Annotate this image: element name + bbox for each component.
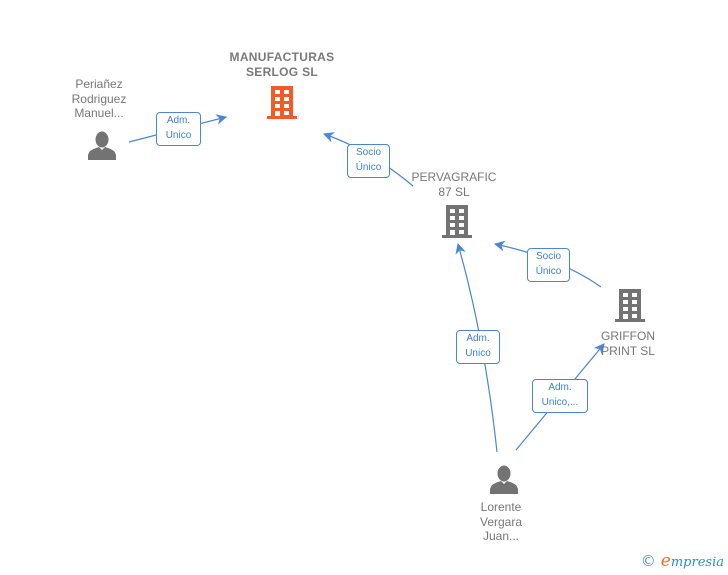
label-line: Periañez [75, 77, 123, 91]
brand-name: mpresia [670, 555, 724, 570]
edge-label-socio-unico[interactable]: Socio Único [527, 248, 570, 282]
edge-label-line: Único [355, 161, 382, 173]
person-label-lorente[interactable]: Lorente Vergara Juan... [461, 500, 541, 544]
person-icon[interactable] [489, 465, 519, 494]
edge-label-adm-unico[interactable]: Adm. Unico [156, 112, 201, 146]
company-label-manufacturas[interactable]: MANUFACTURAS SERLOG SL [212, 50, 352, 79]
building-icon[interactable] [441, 205, 473, 239]
label-line: MANUFACTURAS [229, 50, 335, 64]
copyright-icon: © [640, 552, 656, 570]
edge-label-line: Adm. [548, 382, 572, 393]
label-line: SERLOG SL [245, 64, 319, 79]
edge-label-line: Único [535, 265, 562, 277]
brand-initial: e [660, 551, 671, 571]
edge-label-line: Socio [355, 147, 381, 158]
edge-label-adm-unico-more[interactable]: Adm. Unico,... [532, 379, 588, 413]
edge-label-socio-unico[interactable]: Socio Único [347, 144, 390, 178]
building-icon[interactable] [266, 86, 298, 120]
edge-label-line: Unico [465, 347, 491, 359]
person-label-perianez[interactable]: Periañez Rodriguez Manuel... [49, 77, 149, 121]
label-line: GRIFFON [601, 329, 655, 343]
label-line: PERVAGRAFIC [411, 170, 497, 184]
label-line: Manuel... [74, 106, 124, 120]
label-line: PRINT SL [601, 343, 655, 358]
label-line: Juan... [482, 529, 520, 543]
company-label-griffon[interactable]: GRIFFON PRINT SL [588, 329, 668, 358]
label-line: Rodriguez [71, 91, 127, 106]
building-icon[interactable] [614, 289, 646, 323]
edge-label-adm-unico[interactable]: Adm. Unico [456, 330, 500, 364]
empresia-logo[interactable]: empresia [661, 551, 724, 571]
person-icon[interactable] [87, 131, 117, 160]
label-line: 87 SL [438, 184, 470, 199]
company-label-pervagrafic[interactable]: PERVAGRAFIC 87 SL [394, 170, 514, 199]
edge-label-line: Adm. [166, 115, 191, 126]
edge-label-line: Adm. [466, 333, 490, 344]
label-line: Lorente [480, 500, 522, 514]
edge-label-line: Socio [535, 251, 561, 262]
label-line: Vergara [479, 514, 523, 529]
footer-brand: © empresia [641, 551, 724, 571]
edge-label-line: Unico [165, 129, 192, 141]
edge-label-line: Unico,... [541, 396, 579, 408]
